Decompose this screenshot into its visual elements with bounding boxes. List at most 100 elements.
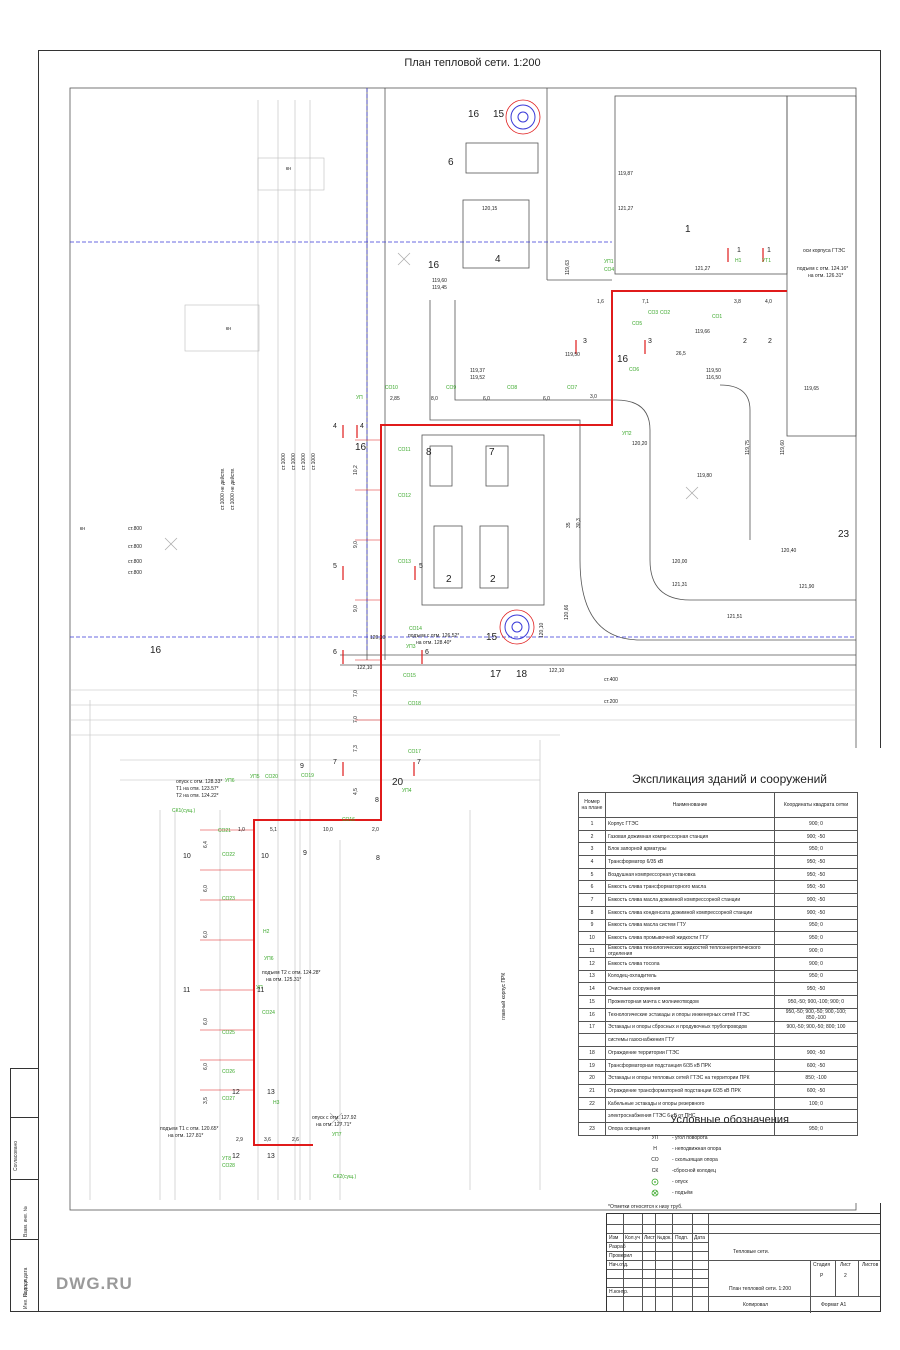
table-cell-name: Эстакады и опоры тепловых сетей ГТЭС на …	[605, 1071, 775, 1086]
elevation: 122,10	[357, 665, 373, 671]
table-cell-coord: 950; 0	[774, 1122, 858, 1136]
stamp-sheet-label: Лист	[840, 1262, 851, 1268]
node-label: СО18	[408, 701, 421, 707]
table-cell-coord: 600; -50	[774, 1058, 858, 1073]
table-cell-coord	[774, 1033, 858, 1047]
table-cell-coord: 900; 0	[774, 956, 858, 971]
dimension: 6,0	[203, 1018, 209, 1025]
node-label: СО19	[301, 773, 314, 779]
node-label: СО16	[342, 817, 355, 823]
descent-note: опуск с отм. 128.33*	[176, 779, 222, 785]
dimension: 9,0	[353, 605, 359, 612]
node-label: СО6	[629, 367, 639, 373]
legend-code: СК	[651, 1167, 659, 1174]
dimension: 2,9	[236, 1137, 243, 1143]
table-cell-num: 7	[578, 893, 606, 907]
table-cell-coord: 950; 0	[774, 969, 858, 984]
section-label: 8	[376, 855, 380, 862]
dimension: 9,0	[353, 541, 359, 548]
node-label: СО20	[265, 774, 278, 780]
table-cell-num: 17	[578, 1020, 606, 1035]
descent-icon	[638, 1178, 672, 1186]
table-cell-coord: 950; 0	[774, 918, 858, 933]
table-cell-coord: 900; 0	[774, 943, 858, 958]
node-label: СО4	[604, 267, 614, 273]
elevation: 120,00	[672, 559, 688, 565]
table-header-row: Номер на плане Наименование Координаты к…	[578, 792, 858, 818]
table-cell-name: Ограждение трансформаторной подстанции 6…	[605, 1084, 775, 1098]
building-label: 1	[685, 224, 691, 235]
stamp-object: Тепловые сети.	[733, 1249, 770, 1255]
section-label: 6	[333, 649, 337, 656]
table-cell-name: Кабельные эстакады и опоры резервного	[605, 1096, 775, 1111]
rise-note: на отм. 125.31*	[266, 977, 301, 983]
dimension: 6,0	[203, 931, 209, 938]
building-label: 7	[489, 447, 495, 458]
node-label: СО13	[398, 559, 411, 565]
node-label: УП	[356, 395, 363, 401]
table-cell-num: 12	[578, 956, 606, 971]
stamp-header: Лист	[644, 1235, 655, 1241]
node-label: Н3	[273, 1100, 280, 1106]
building-label: 18	[516, 669, 528, 680]
table-cell-num: 6	[578, 880, 606, 895]
section-label: 10	[183, 853, 191, 860]
stamp-header: Изм	[609, 1235, 619, 1241]
table-cell-name: Воздушная компрессорная установка	[605, 867, 775, 882]
node-label: СО25	[222, 1030, 235, 1036]
elevation: 119,45	[432, 285, 447, 291]
stamp-role: Разраб	[609, 1244, 626, 1250]
section-label: 10	[261, 853, 269, 860]
dimension: 6,0	[203, 1063, 209, 1070]
node-label: СО26	[222, 1069, 235, 1075]
table-cell-coord: 950; 0	[774, 931, 858, 945]
dimension: 10,0	[323, 827, 333, 833]
node-label: СО17	[408, 749, 421, 755]
node-label: СО8	[507, 385, 517, 391]
elevation: 121,90	[799, 584, 815, 590]
section-label: 12	[232, 1089, 240, 1096]
sheet-title: План тепловой сети. 1:200	[404, 57, 541, 69]
elevation: 121,31	[672, 582, 688, 588]
table-cell-coord: 900; 0	[774, 817, 858, 831]
node-label: СО14	[409, 626, 422, 632]
elevation: 121,51	[727, 614, 743, 620]
pipe-station-label: ст.800	[128, 526, 142, 532]
table-cell-coord: 950; -50	[774, 982, 858, 996]
table-cell-name: Технологические эстакады и опоры инженер…	[605, 1007, 775, 1022]
node-label: СО9	[446, 385, 456, 391]
rise-note: подъем Т2 с отм. 124.28*	[262, 970, 321, 976]
building-label: 4	[495, 254, 501, 265]
section-label: 5	[419, 563, 423, 570]
legend-label: - подъём	[672, 1189, 693, 1196]
kn-label: кн	[286, 166, 291, 172]
rise-note: на отм. 127.81*	[168, 1133, 203, 1139]
approval-strip: Согласовано Взам. инв. № Подп. и дата Ин…	[10, 1068, 39, 1312]
building-label: 23	[838, 529, 850, 540]
section-label: 5	[333, 563, 337, 570]
legend-item: УП- угол поворота	[638, 1132, 721, 1143]
legend-label: - угол поворота	[672, 1134, 708, 1141]
table-cell-num: 14	[578, 982, 606, 996]
node-label: УП6	[225, 778, 235, 784]
dimension: 3,0	[590, 394, 597, 400]
table-cell-name: Емкость слива масла систем ГТУ	[605, 918, 775, 933]
building-label: 16	[617, 354, 629, 365]
elevation: 120,10	[370, 635, 386, 641]
pipe-station-label: ст.1000 не действ.	[229, 468, 236, 510]
building-label: 17	[490, 669, 502, 680]
node-label: СК1(сущ.)	[172, 808, 195, 814]
dimension: 1,0	[238, 827, 245, 833]
column-header: Номер на плане	[578, 792, 606, 818]
